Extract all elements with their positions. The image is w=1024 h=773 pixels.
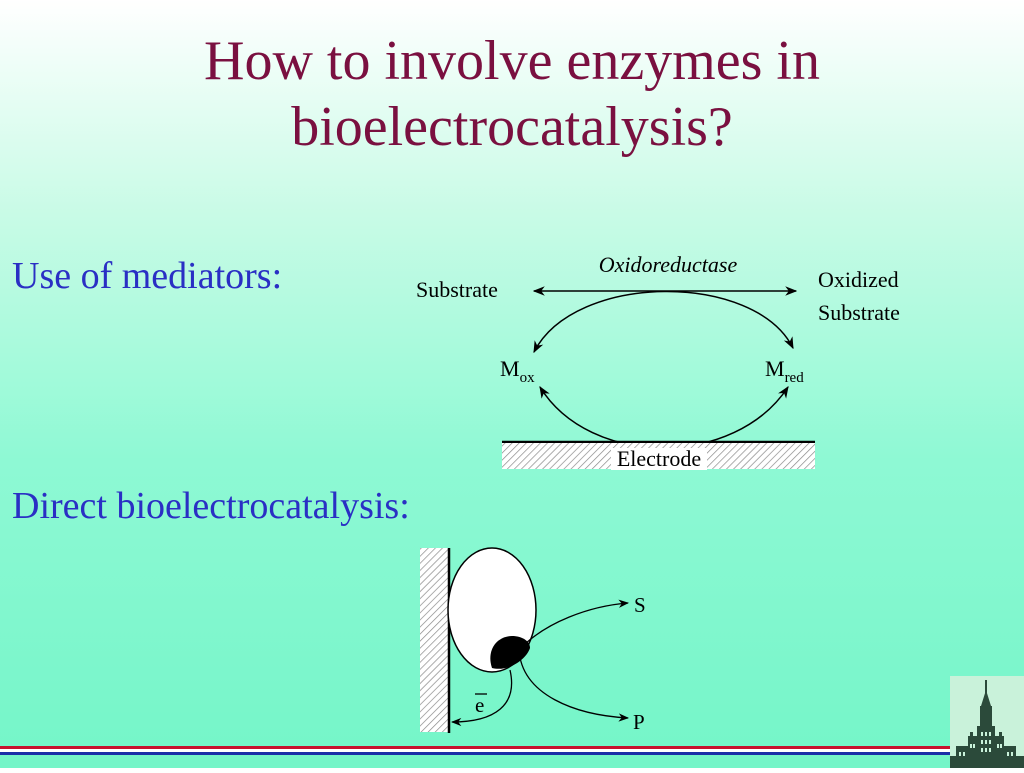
electrode-label-bg — [611, 448, 707, 470]
lower-mediator-arc — [539, 385, 789, 449]
direct-heading: Direct bioelectrocatalysis: — [12, 485, 410, 527]
substrate-label: Substrate — [416, 277, 498, 302]
university-logo — [950, 676, 1024, 768]
oxidized-label-line1: Oxidized — [818, 267, 899, 292]
substrate-arrow — [518, 599, 630, 651]
substrate-s-label: S — [634, 593, 646, 617]
title-line-1: How to involve enzymes in — [204, 30, 820, 92]
electron-transfer-arrow — [450, 669, 513, 727]
slide-title: How to involve enzymes in bioelectrocata… — [0, 28, 1024, 160]
oxidoreductase-label: Oxidoreductase — [599, 252, 738, 277]
m-ox-label: Mox — [500, 356, 535, 386]
product-p-label: P — [633, 710, 645, 734]
product-arrow — [518, 649, 630, 722]
electrode-label: Electrode — [617, 446, 701, 471]
footer-stripe-red — [0, 746, 950, 749]
m-red-label: Mred — [765, 356, 804, 386]
electron-label: e — [475, 693, 484, 717]
footer-stripe-blue — [0, 752, 950, 755]
mediators-heading: Use of mediators: — [12, 255, 283, 297]
title-line-2: bioelectrocatalysis? — [291, 96, 733, 158]
mediator-scheme: Oxidoreductase Substrate Oxidized Substr… — [416, 252, 900, 471]
oxidized-label-line2: Substrate — [818, 300, 900, 325]
footer-stripe-white — [0, 749, 950, 752]
upper-mediator-arc — [533, 290, 794, 354]
direct-scheme: S P e — [420, 547, 646, 734]
direct-electrode-block — [420, 548, 448, 732]
